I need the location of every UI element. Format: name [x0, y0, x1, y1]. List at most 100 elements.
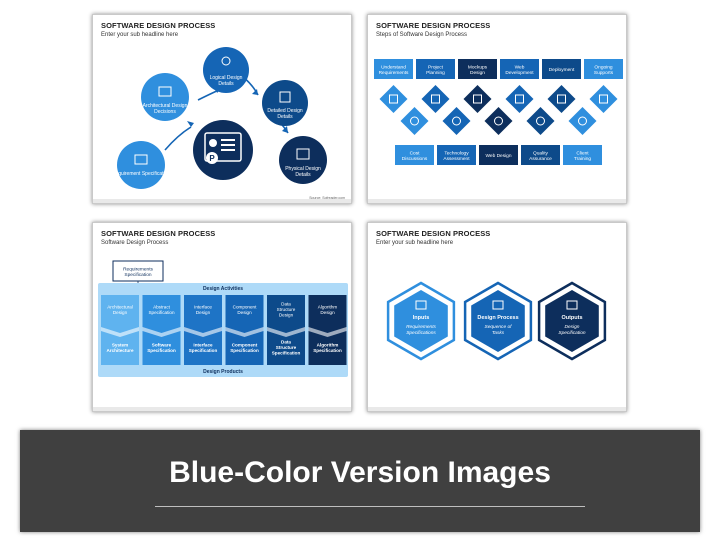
top-step-diamond — [547, 85, 576, 113]
products-label: Design Products — [203, 369, 243, 375]
top-step-diamond — [421, 85, 450, 113]
slide-title: SOFTWARE DESIGN PROCESS — [376, 229, 491, 238]
slide-footer — [93, 407, 351, 411]
process-cycle-diagram: P Requirement Specification Architectura… — [112, 47, 345, 200]
top-step-label: Deployment — [549, 67, 575, 73]
step-icon — [557, 94, 566, 104]
top-step-box — [458, 59, 497, 79]
svg-text:Source: Sofreader.com: Source: Sofreader.com — [309, 196, 345, 200]
bottom-step-diamond — [526, 107, 555, 135]
step-icon — [494, 116, 503, 126]
step-icon — [515, 94, 524, 104]
step-icon — [599, 94, 608, 104]
hexagon-title: Design Process — [477, 315, 518, 321]
top-step-diamond — [589, 85, 618, 113]
step-icon — [473, 94, 482, 104]
banner-divider — [155, 506, 585, 507]
top-step-diamond — [463, 85, 492, 113]
hexagon-title: Inputs — [413, 315, 430, 321]
top-step-diamond — [379, 85, 408, 113]
title-banner: Blue-Color Version Images — [20, 430, 700, 532]
bottom-step-diamond — [484, 107, 513, 135]
step-icon — [431, 94, 440, 104]
slide-footer — [368, 407, 626, 411]
top-step-box — [542, 59, 581, 79]
hexagon-icon — [415, 300, 427, 310]
bottom-step-box — [521, 145, 560, 165]
node-requirement: Requirement Specification — [112, 141, 171, 189]
activities-label: Design Activities — [203, 286, 243, 292]
slide-title: SOFTWARE DESIGN PROCESS — [101, 21, 216, 30]
bottom-step-diamond — [400, 107, 429, 135]
slide-subtitle: Enter your sub headline here — [376, 240, 454, 246]
bottom-step-box — [395, 145, 434, 165]
banner-title: Blue-Color Version Images — [169, 456, 551, 489]
node-label: Requirement Specification — [112, 171, 171, 177]
step-icon — [452, 116, 461, 126]
step-icon — [410, 116, 419, 126]
top-step-box — [584, 59, 623, 79]
svg-text:P: P — [209, 154, 215, 163]
bottom-step-box — [563, 145, 602, 165]
bottom-step-label: Web Design — [485, 153, 511, 159]
slide-thumbnail-4[interactable]: SOFTWARE DESIGN PROCESS Enter your sub h… — [367, 222, 627, 412]
slide-title: SOFTWARE DESIGN PROCESS — [101, 229, 216, 238]
slide-subtitle: Steps of Software Design Process — [376, 32, 468, 38]
slide-subtitle: Software Design Process — [101, 240, 169, 246]
slide-subtitle: Enter your sub headline here — [101, 32, 179, 38]
step-icon — [536, 116, 545, 126]
hexagon-fill — [545, 290, 599, 352]
slide-thumbnail-3[interactable]: SOFTWARE DESIGN PROCESS Software Design … — [92, 222, 352, 412]
slide-thumbnail-2[interactable]: SOFTWARE DESIGN PROCESS Steps of Softwar… — [367, 14, 627, 204]
hexagon-fill — [394, 290, 448, 352]
top-step-box — [416, 59, 455, 79]
slide-thumbnail-1[interactable]: SOFTWARE DESIGN PROCESS Enter your sub h… — [92, 14, 352, 204]
step-icon — [389, 94, 398, 104]
slide-title: SOFTWARE DESIGN PROCESS — [376, 21, 491, 30]
slide-footer — [93, 199, 351, 203]
hexagon-title: Outputs — [561, 315, 582, 321]
top-step-box — [374, 59, 413, 79]
top-step-diamond — [505, 85, 534, 113]
monitor-icon — [204, 132, 242, 162]
step-icon — [578, 116, 587, 126]
bottom-step-diamond — [568, 107, 597, 135]
top-step-box — [500, 59, 539, 79]
hexagon-icon — [566, 300, 578, 310]
bottom-step-diamond — [442, 107, 471, 135]
